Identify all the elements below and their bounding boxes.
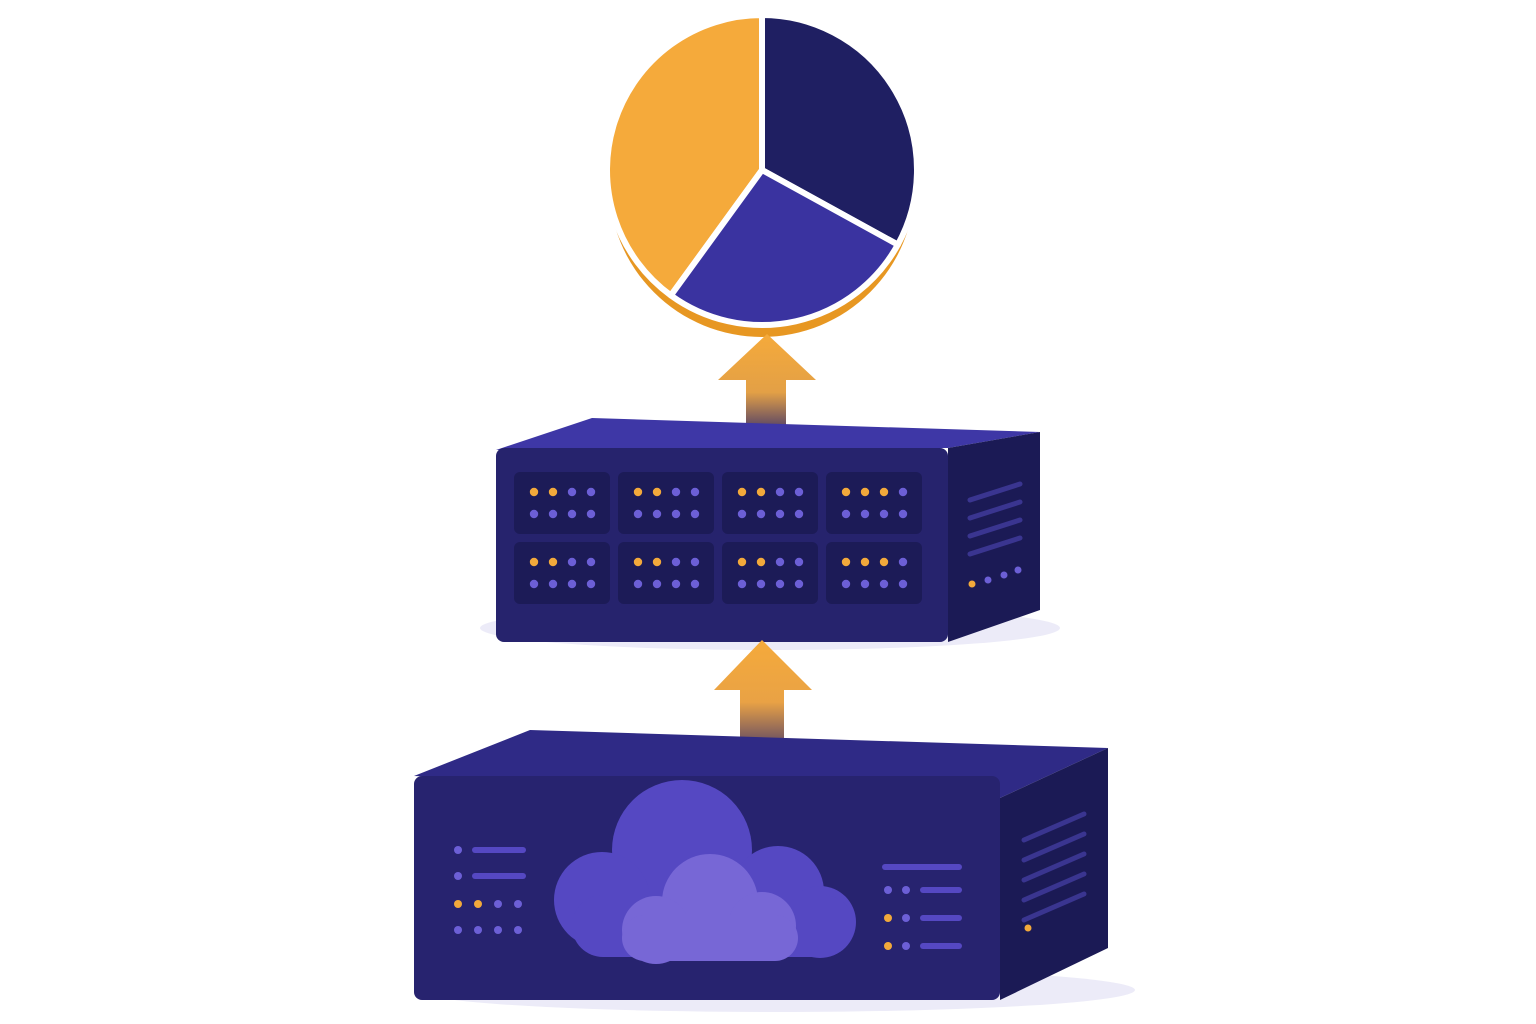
status-led	[860, 579, 870, 589]
status-led	[841, 509, 851, 519]
status-led	[775, 579, 785, 589]
status-led	[737, 579, 747, 589]
status-led	[567, 487, 577, 497]
server-modules	[514, 472, 922, 604]
server-module	[618, 542, 714, 604]
status-led	[898, 579, 908, 589]
server-side-leds	[968, 566, 1022, 588]
status-led	[756, 579, 766, 589]
status-led	[671, 509, 681, 519]
status-led	[898, 487, 908, 497]
orange-slice	[604, 12, 765, 299]
status-led	[898, 509, 908, 519]
status-led	[548, 579, 558, 589]
status-led	[633, 487, 643, 497]
navy-slice	[759, 12, 920, 248]
status-led	[690, 579, 700, 589]
base-side	[1000, 748, 1108, 1000]
status-led	[671, 487, 681, 497]
status-led	[567, 579, 577, 589]
base-left-panel	[454, 846, 526, 934]
cloud-front	[622, 854, 798, 964]
status-led	[586, 579, 596, 589]
status-led	[860, 557, 870, 567]
status-led	[586, 487, 596, 497]
server-side	[948, 432, 1040, 642]
status-led	[775, 557, 785, 567]
status-led	[737, 487, 747, 497]
status-led	[567, 557, 577, 567]
status-led	[633, 579, 643, 589]
status-led	[690, 487, 700, 497]
status-led	[794, 487, 804, 497]
server-vents	[967, 481, 1023, 557]
status-led	[737, 557, 747, 567]
status-led	[879, 509, 889, 519]
status-led	[841, 487, 851, 497]
status-led	[756, 487, 766, 497]
status-led	[652, 487, 662, 497]
status-led	[529, 509, 539, 519]
base-right-panel	[882, 864, 962, 950]
status-led	[529, 487, 539, 497]
status-led	[879, 579, 889, 589]
server-module	[826, 542, 922, 604]
indigo-slice	[667, 167, 901, 328]
status-led	[567, 509, 577, 519]
status-led	[652, 557, 662, 567]
arrow-to-server	[714, 640, 812, 764]
status-led	[794, 579, 804, 589]
status-led	[794, 509, 804, 519]
server-module	[722, 542, 818, 604]
status-led	[633, 509, 643, 519]
status-led	[690, 557, 700, 567]
status-led	[860, 487, 870, 497]
status-led	[775, 509, 785, 519]
status-led	[841, 579, 851, 589]
status-led	[860, 509, 870, 519]
status-led	[671, 557, 681, 567]
status-led	[529, 579, 539, 589]
server-module	[514, 472, 610, 534]
status-led	[737, 509, 747, 519]
status-led	[879, 557, 889, 567]
pie-chart-icon	[604, 12, 920, 337]
status-led	[548, 509, 558, 519]
status-led	[671, 579, 681, 589]
server-top	[496, 418, 1040, 450]
status-led	[898, 557, 908, 567]
status-led	[633, 557, 643, 567]
status-led	[652, 579, 662, 589]
status-led	[586, 509, 596, 519]
status-led	[756, 557, 766, 567]
status-led	[756, 509, 766, 519]
server-module	[618, 472, 714, 534]
server-module	[826, 472, 922, 534]
cloud-icon	[554, 780, 856, 964]
status-led	[775, 487, 785, 497]
server-rack-icon	[480, 418, 1060, 650]
pie-slices	[604, 12, 920, 328]
status-led	[548, 557, 558, 567]
arrow-to-pie	[718, 334, 816, 440]
status-led	[690, 509, 700, 519]
base-vents	[1021, 811, 1087, 923]
server-module	[722, 472, 818, 534]
status-led	[794, 557, 804, 567]
status-led	[586, 557, 596, 567]
status-led	[879, 487, 889, 497]
status-led	[548, 487, 558, 497]
cloud-storage-icon	[414, 730, 1135, 1012]
status-led	[652, 509, 662, 519]
status-led	[841, 557, 851, 567]
server-module	[514, 542, 610, 604]
status-led	[529, 557, 539, 567]
base-side-led	[1024, 924, 1032, 932]
